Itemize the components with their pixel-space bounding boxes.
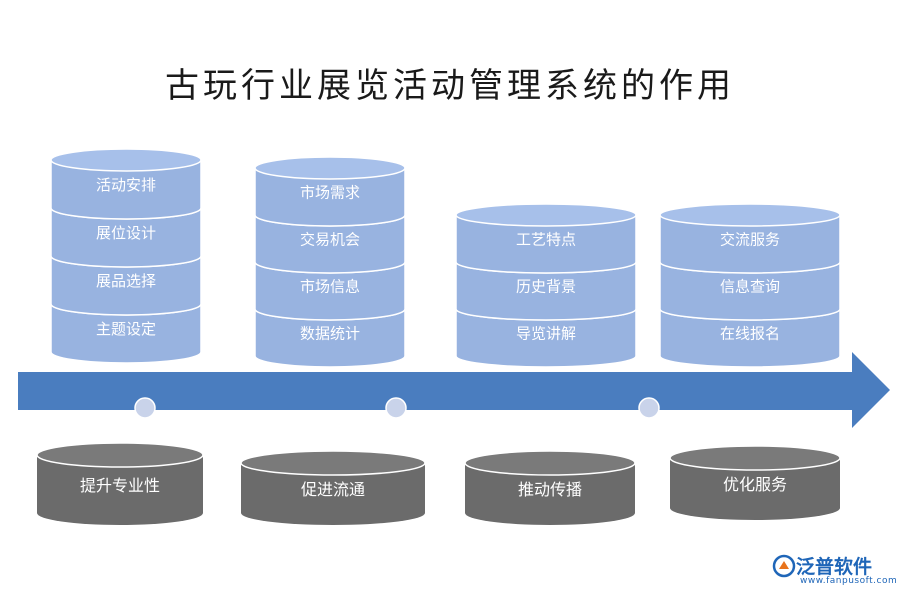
stack-segment xyxy=(254,214,406,274)
stack-segment-top xyxy=(659,203,841,227)
stack-segment xyxy=(50,303,202,364)
outcome-label: 促进流通 xyxy=(301,480,365,499)
logo-url: www.fanpusoft.com xyxy=(800,576,898,586)
outcome-cylinder-body xyxy=(37,455,203,525)
timeline-arrow xyxy=(18,352,890,428)
stack-segment xyxy=(455,214,637,274)
outcome-cylinder-top xyxy=(464,450,636,476)
feature-label: 市场需求 xyxy=(300,184,360,202)
timeline-node xyxy=(134,397,156,419)
timeline-node xyxy=(385,397,407,419)
feature-stack: 数据统计 市场信息 交易机会 市场需求 xyxy=(254,156,406,368)
feature-label: 主题设定 xyxy=(96,320,156,338)
stack-segment xyxy=(455,261,637,321)
feature-label: 在线报名 xyxy=(720,325,780,343)
outcome-label: 推动传播 xyxy=(518,480,582,499)
outcome-label: 提升专业性 xyxy=(80,476,160,495)
logo-name: 泛普软件 xyxy=(796,556,873,578)
stack-segment xyxy=(659,308,841,368)
timeline-node xyxy=(638,397,660,419)
stack-segment-top xyxy=(455,203,637,227)
feature-stack: 在线报名 信息查询 交流服务 xyxy=(659,203,841,368)
feature-label: 历史背景 xyxy=(516,278,576,296)
outcome-cylinder-body xyxy=(241,463,425,525)
stack-segment xyxy=(455,308,637,368)
feature-stack: 导览讲解 历史背景 工艺特点 xyxy=(455,203,637,368)
outcome-cylinder-top xyxy=(36,442,204,468)
stack-segment xyxy=(254,167,406,227)
outcome-cylinder: 促进流通 xyxy=(240,450,426,525)
feature-label: 工艺特点 xyxy=(516,231,576,249)
feature-label: 市场信息 xyxy=(300,278,360,296)
stack-segment-top xyxy=(254,156,406,180)
feature-label: 展品选择 xyxy=(96,272,156,290)
stack-segment xyxy=(659,261,841,321)
outcome-cylinder: 提升专业性 xyxy=(36,442,204,525)
outcome-cylinder-body xyxy=(465,463,635,525)
feature-label: 数据统计 xyxy=(300,325,360,343)
outcome-cylinder-top xyxy=(240,450,426,476)
feature-label: 导览讲解 xyxy=(516,325,576,343)
outcome-cylinder: 优化服务 xyxy=(669,445,841,520)
outcome-cylinder-body xyxy=(670,458,840,520)
feature-label: 交易机会 xyxy=(300,231,360,249)
stack-segment xyxy=(50,207,202,268)
logo-mark-icon xyxy=(772,554,796,578)
feature-label: 活动安排 xyxy=(96,176,156,194)
stack-segment xyxy=(50,159,202,220)
stack-segment xyxy=(50,255,202,316)
stack-segment xyxy=(254,308,406,368)
feature-label: 展位设计 xyxy=(96,224,156,242)
brand-logo: 泛普软件 www.fanpusoft.com xyxy=(770,552,898,592)
outcome-cylinder: 推动传播 xyxy=(464,450,636,525)
feature-label: 交流服务 xyxy=(720,231,780,249)
stack-segment xyxy=(659,214,841,274)
page-title: 古玩行业展览活动管理系统的作用 xyxy=(165,66,735,106)
feature-label: 信息查询 xyxy=(720,278,780,296)
feature-stack: 主题设定 展品选择 展位设计 活动安排 xyxy=(50,148,202,364)
outcome-cylinder-top xyxy=(669,445,841,471)
stack-segment-top xyxy=(50,148,202,172)
stack-segment xyxy=(254,261,406,321)
outcome-label: 优化服务 xyxy=(723,475,787,494)
